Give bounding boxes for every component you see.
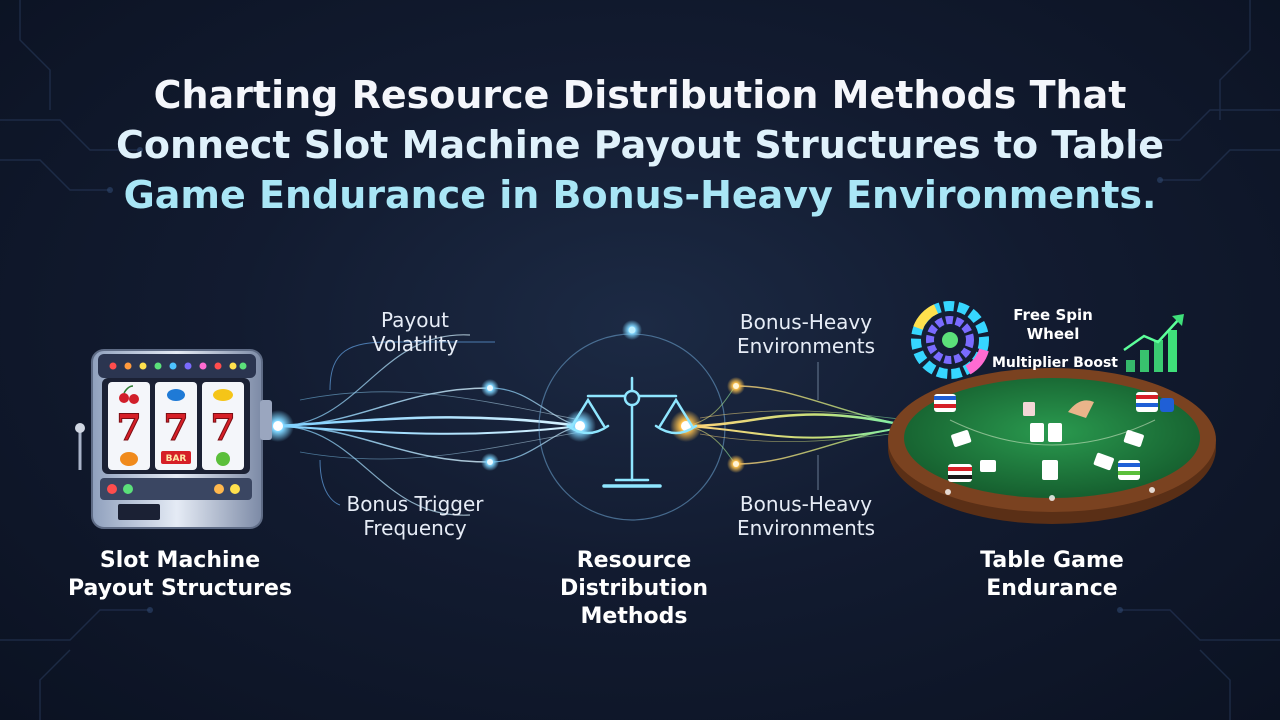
right-flow-lines xyxy=(685,385,909,465)
slot-button xyxy=(214,484,224,494)
node-label-resource-distribution: Resource Distribution Methods xyxy=(559,548,709,629)
left-flow-lines xyxy=(277,334,581,516)
node-label-table-game-endurance: Table Game Endurance xyxy=(980,548,1124,601)
label-bonus-heavy-environments-bottom: Bonus-Heavy Environments xyxy=(736,492,876,540)
label-bonus-trigger-frequency: Bonus Trigger Frequency xyxy=(346,492,484,540)
slot-button xyxy=(230,484,240,494)
lime-icon xyxy=(216,452,230,466)
blueberry-icon xyxy=(167,389,185,401)
playing-card xyxy=(951,402,1144,480)
slot-machine-icon: 7 7 7 BAR xyxy=(75,349,272,529)
growth-chart-icon xyxy=(1123,314,1184,372)
node-label-slot-machine: Slot Machine Payout Structures xyxy=(68,548,292,601)
cherry-icon xyxy=(119,385,139,404)
slot-reel-2 xyxy=(155,382,197,470)
bar-symbol xyxy=(161,451,191,464)
slot-reel-symbol: 7 xyxy=(163,407,188,449)
slot-reel-symbol: 7 xyxy=(116,407,141,449)
free-spin-wheel-icon xyxy=(911,301,989,379)
title-line-3: Game Endurance in Bonus-Heavy Environmen… xyxy=(123,173,1157,217)
label-payout-volatility: Payout Volatility xyxy=(371,308,459,356)
title-line-1: Charting Resource Distribution Methods T… xyxy=(153,73,1127,117)
label-free-spin-wheel: Free Spin Wheel xyxy=(1013,306,1093,343)
balance-scale-icon xyxy=(566,376,698,488)
slot-reel-symbol: 7 xyxy=(210,407,235,449)
chip-stack xyxy=(934,392,1174,501)
dealer-hand-icon xyxy=(1068,400,1094,418)
slot-lights xyxy=(109,362,247,370)
slot-reel-1 xyxy=(108,382,150,470)
orange-icon xyxy=(120,452,138,466)
label-multiplier-boost: Multiplier Boost xyxy=(991,355,1118,371)
left-top-branch-line xyxy=(329,341,495,391)
slot-button xyxy=(123,484,133,494)
lemon-icon xyxy=(213,389,233,401)
slot-button xyxy=(107,484,117,494)
bar-symbol-text: BAR xyxy=(166,454,187,464)
left-bottom-branch-line xyxy=(319,459,341,506)
slot-reel-3 xyxy=(202,382,244,470)
title-line-2: Connect Slot Machine Payout Structures t… xyxy=(115,123,1165,167)
page-title: Charting Resource Distribution Methods T… xyxy=(60,70,1220,220)
slot-lever-icon xyxy=(75,400,272,470)
blackjack-table-icon xyxy=(888,368,1216,524)
label-bonus-heavy-environments-top: Bonus-Heavy Environments xyxy=(736,310,876,358)
